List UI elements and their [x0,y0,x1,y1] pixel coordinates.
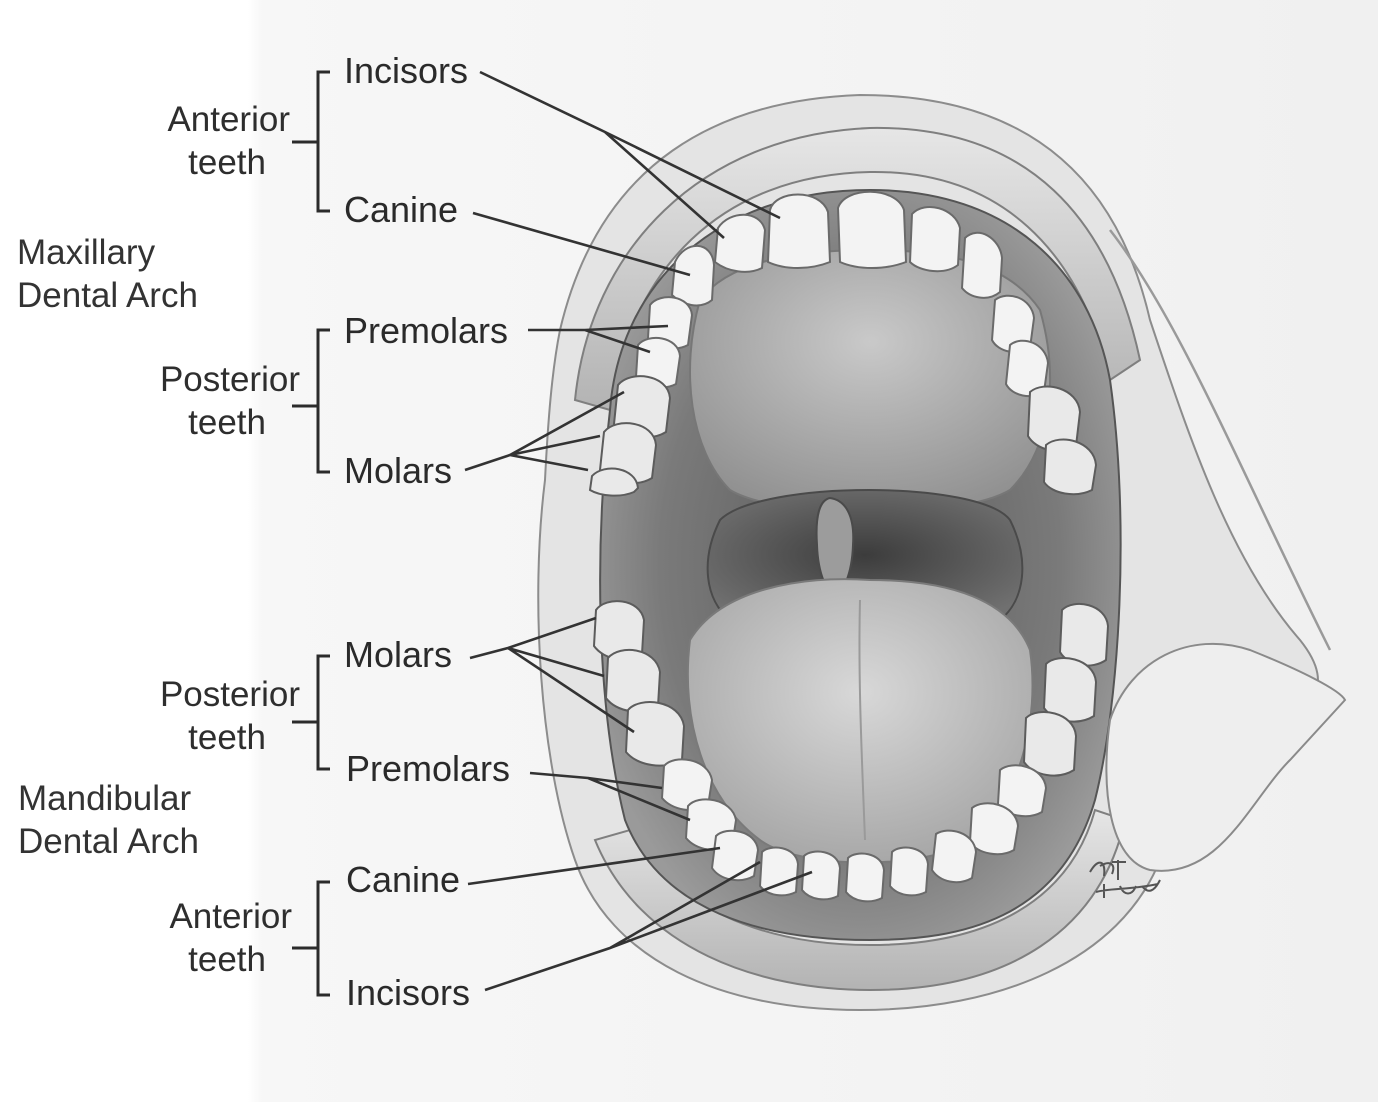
lower-molar [1060,604,1108,666]
lower-canine [932,831,976,883]
upper-incisor [838,192,906,268]
upper-molars-label: Molars [344,450,452,491]
lower-molar [1024,712,1076,776]
upper-canine-label: Canine [344,189,458,230]
lower-anterior-label-line2: teeth [188,940,266,979]
lower-incisor [846,854,884,902]
upper-incisor [715,215,765,272]
lower-premolar [970,803,1018,854]
lower-incisor [890,848,928,896]
lower-canine [712,831,758,880]
upper-incisor [910,207,960,271]
upper-incisors-label: Incisors [344,50,468,91]
lower-molars-label: Molars [344,634,452,675]
lower-premolars-label: Premolars [346,748,510,789]
lower-incisor [802,852,840,900]
upper-anterior-label-line1: Anterior [167,100,290,139]
lower-posterior-label-line1: Posterior [160,675,300,714]
lower-canine-label: Canine [346,859,460,900]
upper-canine [672,246,714,306]
upper-anterior-label-line2: teeth [188,143,266,182]
upper-incisor [768,195,830,269]
maxillary-arch-label-line2: Dental Arch [17,276,198,315]
mandibular-arch-label-line1: Mandibular [18,779,191,818]
maxillary-arch-label-line1: Maxillary [17,233,156,272]
upper-canine [962,233,1002,298]
upper-posterior-label-line2: teeth [188,403,266,442]
upper-molar [1044,439,1096,494]
mandibular-arch-label-line2: Dental Arch [18,822,199,861]
lower-incisors-label: Incisors [346,972,470,1013]
upper-premolars-label: Premolars [344,310,508,351]
upper-posterior-label-line1: Posterior [160,360,300,399]
lower-anterior-label-line1: Anterior [169,897,292,936]
lower-molar [626,702,684,766]
lower-posterior-label-line2: teeth [188,718,266,757]
